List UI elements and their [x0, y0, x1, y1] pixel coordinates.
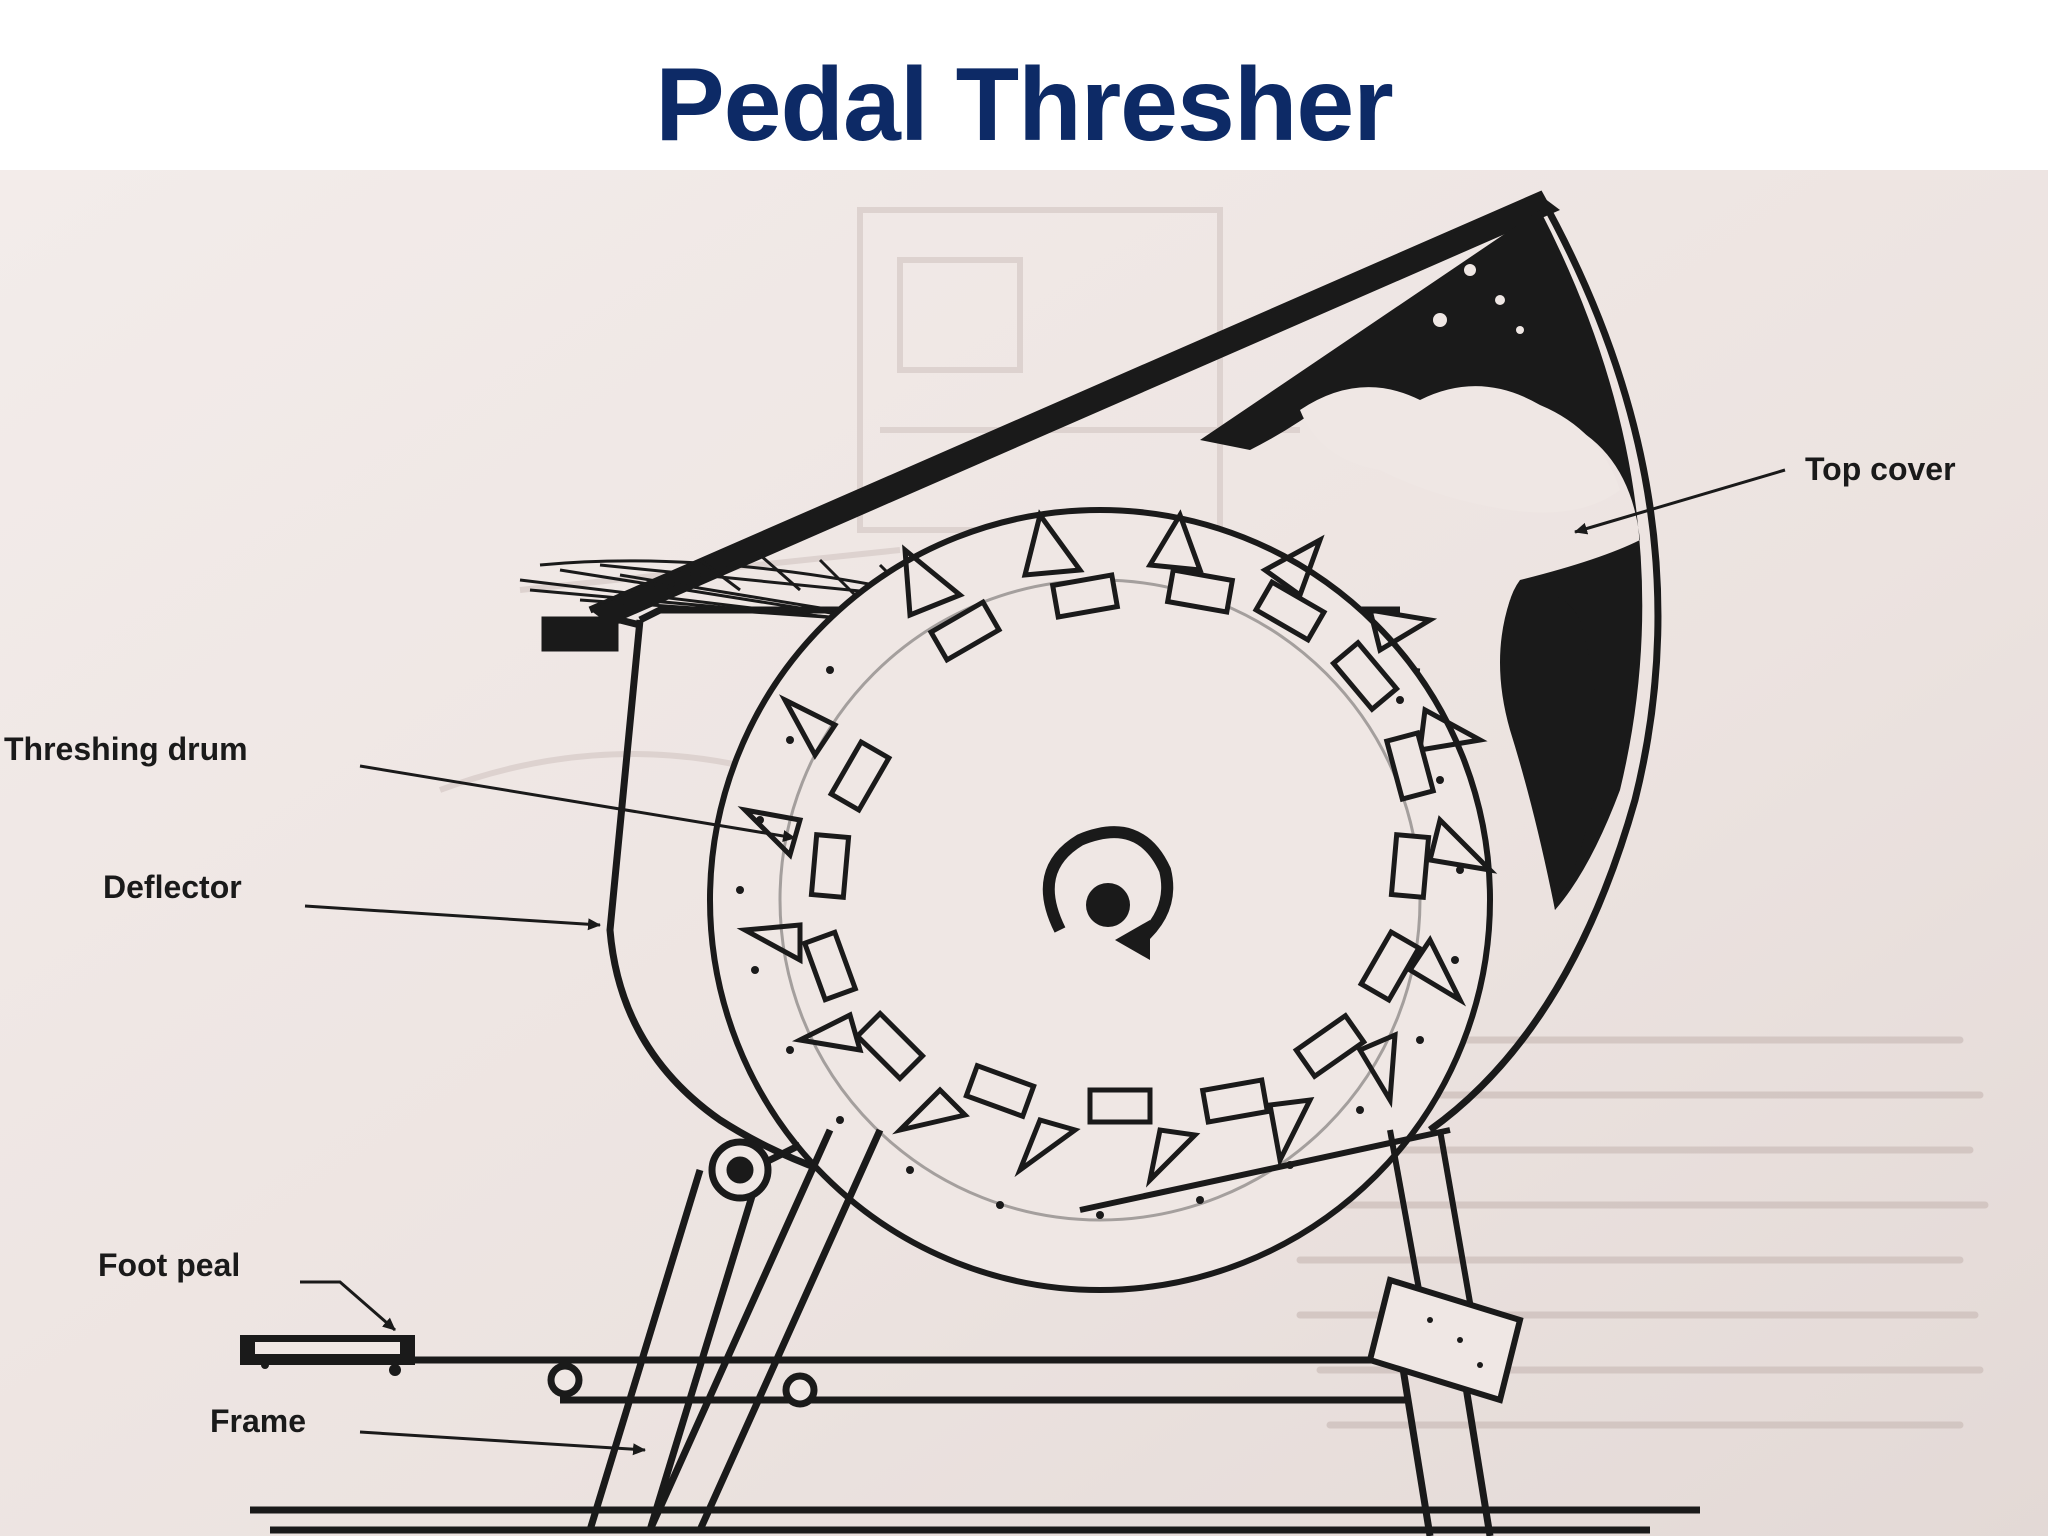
top-cover-arrow	[1574, 468, 1786, 535]
label-frame: Frame	[210, 1403, 306, 1439]
foot-pedal-arrow	[300, 1280, 396, 1332]
label-deflector: Deflector	[103, 869, 242, 905]
thresher-diagram-photo: Top cover Threshing drum Deflector Foot …	[0, 170, 2048, 1536]
thresher-diagram: Top cover Threshing drum Deflector Foot …	[0, 170, 2048, 1536]
diagram-labels: Top cover Threshing drum Deflector Foot …	[4, 451, 1956, 1456]
slide-title: Pedal Thresher	[655, 47, 1393, 163]
label-threshing-drum: Threshing drum	[4, 731, 248, 767]
drum-spikes	[736, 509, 1498, 1188]
foot-pedal	[240, 1335, 415, 1376]
support-plank	[1366, 1276, 1524, 1404]
drum-pegs	[801, 567, 1437, 1125]
threshing-drum-arrow	[359, 764, 796, 842]
label-foot-pedal: Foot peal	[98, 1247, 240, 1283]
rotation-indicator	[1042, 826, 1174, 960]
frame-structure	[250, 1128, 1700, 1536]
top-cover	[588, 190, 1662, 1133]
threshing-drum	[707, 507, 1498, 1293]
label-top-cover: Top cover	[1805, 451, 1956, 487]
deflector-arrow	[304, 904, 601, 931]
frame-arrow	[359, 1430, 646, 1456]
